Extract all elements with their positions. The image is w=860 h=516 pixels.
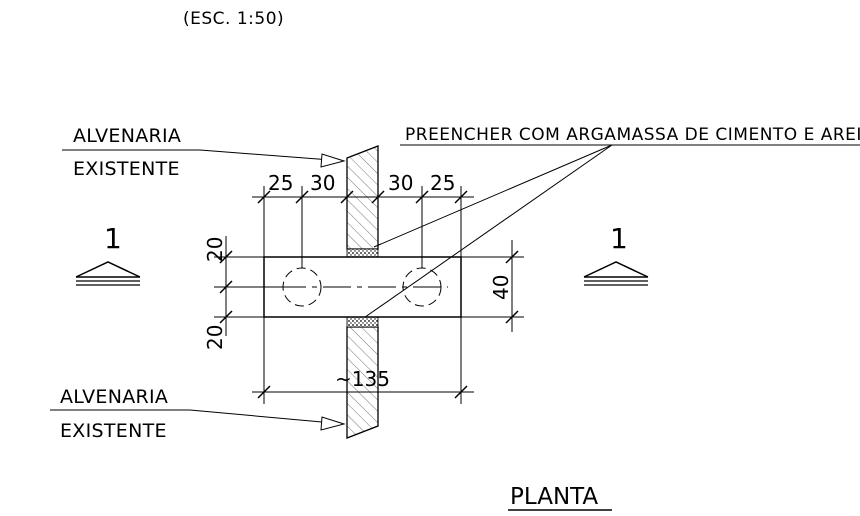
dim-top-2: 30 <box>310 171 335 195</box>
dim-left-bottom: 20 <box>203 325 227 350</box>
dim-overall: ~135 <box>335 367 390 391</box>
dim-top-3: 30 <box>388 171 413 195</box>
mortar-fill-top <box>346 248 379 258</box>
dim-right: 40 <box>489 275 513 300</box>
dim-left-top: 20 <box>203 237 227 262</box>
svg-text:1: 1 <box>610 222 628 255</box>
scale-note: (ESC. 1:50) <box>183 9 284 29</box>
drawing-title: PLANTA <box>510 484 598 510</box>
mortar-fill-bottom <box>346 316 379 328</box>
leader-bottom-arrow <box>320 416 346 431</box>
fill-note-leader-top <box>373 144 613 248</box>
left-dimension-ticks <box>219 250 233 324</box>
label-alvenaria-bottom-line1: ALVENARIA <box>60 386 168 408</box>
right-extension-lines <box>461 256 524 318</box>
dim-top-4: 25 <box>430 171 455 195</box>
top-dimension-ticks <box>257 190 468 204</box>
section-marker-right: 1 <box>583 222 649 286</box>
section-marker-left: 1 <box>75 222 141 286</box>
leader-top-arrow <box>320 153 346 168</box>
label-alvenaria-top-line1: ALVENARIA <box>73 125 181 147</box>
right-dimension-ticks <box>505 250 519 324</box>
overall-dimension-ticks <box>257 385 468 399</box>
svg-text:1: 1 <box>104 222 122 255</box>
fill-note-text: PREENCHER COM ARGAMASSA DE CIMENTO E ARE… <box>405 125 860 145</box>
label-alvenaria-top-line2: EXISTENTE <box>73 158 180 180</box>
left-extension-lines <box>214 256 278 318</box>
label-alvenaria-bottom-line2: EXISTENTE <box>60 420 167 442</box>
fill-note-leader-bottom <box>357 144 613 323</box>
dim-top-1: 25 <box>268 171 293 195</box>
leader-bottom <box>189 409 345 425</box>
leader-top <box>199 149 345 162</box>
bottom-extension-lines <box>263 317 462 404</box>
